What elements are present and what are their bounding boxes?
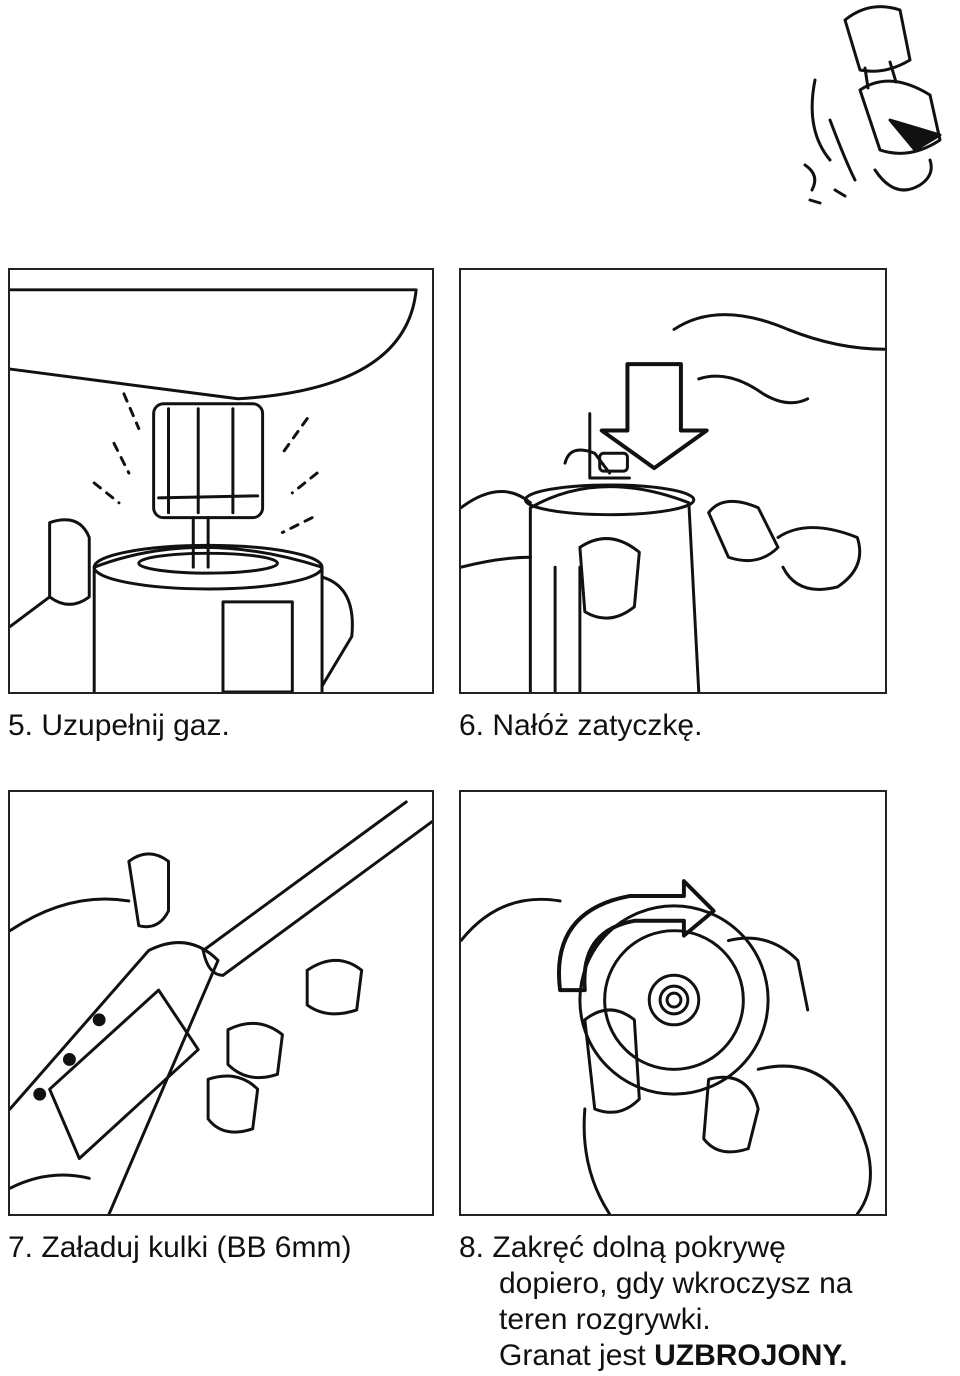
step-6-caption: 6. Nałóż zatyczkę. [459, 708, 702, 744]
cap-push-illustration [461, 313, 885, 692]
step-5-caption: 5. Uzupełnij gaz. [8, 708, 230, 744]
gas-refill-illustration [10, 288, 418, 692]
grenade-icon [790, 0, 960, 220]
armed-status-text: UZBROJONY. [654, 1339, 848, 1372]
step-5-number: 5. [8, 709, 34, 742]
step-8-final-prefix: Granat jest [499, 1339, 655, 1372]
step-8-number: 8. [459, 1231, 485, 1264]
twist-cover-illustration [461, 879, 872, 1214]
panel-step-8 [459, 790, 887, 1216]
step-5-text: Uzupełnij gaz. [41, 709, 230, 742]
step-7-caption: 7. Załaduj kulki (BB 6mm) [8, 1230, 351, 1266]
panel-step-7 [8, 790, 434, 1216]
step-8-caption: 8. Zakręć dolną pokrywę dopiero, gdy wkr… [459, 1230, 939, 1374]
step-8-line-1: 8. Zakręć dolną pokrywę [459, 1230, 939, 1266]
panel-step-5 [8, 268, 434, 694]
bb-loading-illustration [10, 800, 432, 1214]
step-8-text-1: Zakręć dolną pokrywę [492, 1231, 786, 1264]
step-6-text: Nałóż zatyczkę. [492, 709, 703, 742]
step-8-line-3: teren rozgrywki. [499, 1303, 711, 1336]
step-7-number: 7. [8, 1231, 34, 1264]
step-7-text: Załaduj kulki (BB 6mm) [41, 1231, 352, 1264]
step-6-number: 6. [459, 709, 485, 742]
panel-step-6 [459, 268, 887, 694]
step-8-line-2: dopiero, gdy wkroczysz na [499, 1267, 853, 1300]
step-8-line-4: Granat jest UZBROJONY. [459, 1338, 939, 1374]
